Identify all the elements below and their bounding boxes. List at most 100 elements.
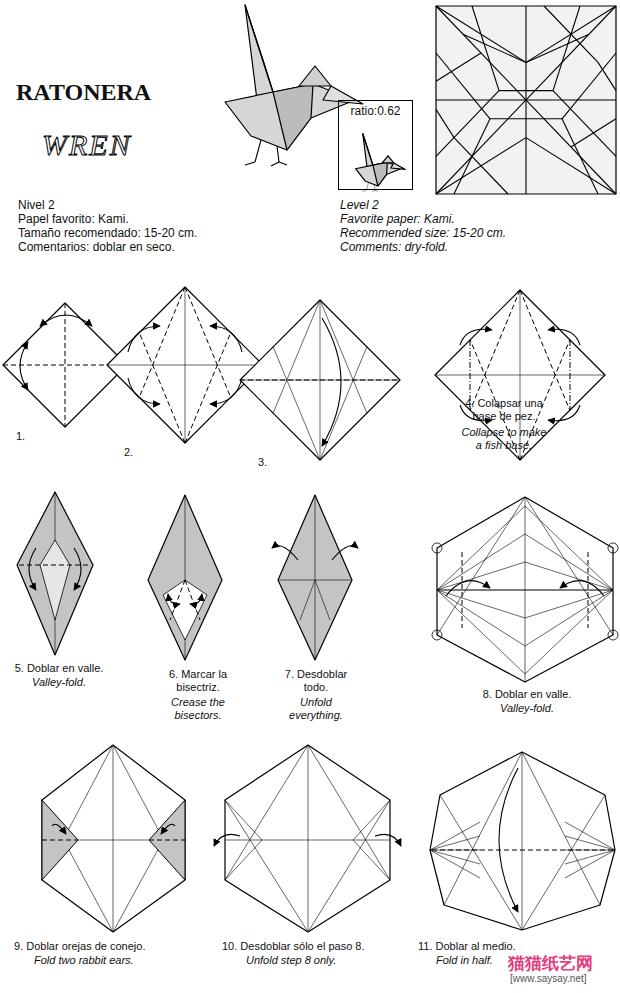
crease-line — [308, 800, 390, 932]
info: Favorite paper: Kami. — [340, 212, 455, 226]
valley-fold-line — [42, 840, 78, 841]
valley-fold-line — [139, 287, 185, 397]
step-caption: Collapse to make a fish base. — [458, 426, 550, 452]
crease-line — [240, 380, 400, 381]
paper-outline — [149, 800, 185, 880]
crease-line — [430, 850, 480, 878]
reference-circle — [608, 630, 618, 640]
crease-line — [525, 534, 613, 590]
crease-line — [435, 375, 605, 376]
fold-arrow — [210, 378, 242, 404]
paper-outline — [240, 300, 400, 460]
step-caption: 8. Doblar en valle. — [462, 688, 592, 701]
paper-edge — [277, 146, 279, 162]
crease-line — [42, 800, 113, 932]
paper-outline — [273, 84, 313, 150]
paper-outline — [225, 745, 390, 932]
crease-line — [525, 590, 613, 674]
info: Papel favorito: Kami. — [18, 212, 129, 226]
paper-edge — [363, 190, 367, 191]
crease-line — [444, 752, 522, 905]
mountain-fold-line — [570, 340, 571, 410]
paper-edge — [436, 138, 526, 194]
crease-line — [525, 497, 613, 635]
paper-outline — [42, 800, 78, 880]
step-caption: 4. Colapsar una base de pez. — [458, 397, 550, 423]
step-number: 1. — [16, 430, 25, 443]
paper-outline — [42, 745, 185, 932]
valley-fold-line — [588, 552, 589, 628]
fold-arrow — [446, 581, 490, 596]
step-caption: 10. Desdoblar sólo el paso 8. — [222, 940, 364, 953]
valley-fold-line — [240, 380, 400, 381]
fold-arrow — [128, 378, 160, 404]
paper-outline — [382, 156, 394, 163]
crease-line — [437, 497, 525, 635]
paper-outline — [436, 6, 616, 194]
paper-edge — [436, 109, 454, 137]
step-caption: 5. Doblar en valle. — [4, 662, 114, 675]
crease-line — [440, 795, 522, 930]
crease-line — [225, 745, 308, 880]
paper-edge — [255, 140, 261, 162]
paper-outline — [363, 134, 373, 165]
paper-edge — [454, 138, 508, 194]
valley-fold-line — [462, 552, 463, 628]
crease-line — [437, 590, 525, 674]
crease-line — [437, 590, 613, 591]
crease-line — [437, 534, 525, 590]
crease-line — [353, 840, 390, 880]
crease-line — [437, 506, 525, 590]
crease-line — [525, 497, 526, 682]
paper-outline — [148, 495, 222, 660]
fold-arrow — [548, 405, 580, 421]
fold-arrow — [52, 824, 66, 834]
paper-edge — [526, 6, 616, 62]
fold-arrow — [375, 834, 401, 846]
fold-arrow — [128, 326, 160, 352]
watermark: 猫猫纸艺网 — [508, 953, 593, 973]
step-caption: Valley-fold. — [4, 676, 114, 689]
fold-arrow — [74, 548, 81, 590]
ratio-box: ratio:0.62 — [338, 100, 413, 190]
fold-arrow — [29, 548, 36, 590]
paper-outline — [40, 540, 70, 620]
paper-outline — [107, 287, 263, 443]
valley-fold-line — [139, 333, 185, 443]
paper-edge — [372, 190, 375, 191]
paper-edge — [571, 119, 616, 147]
fold-arrow — [40, 315, 92, 326]
reference-circle — [432, 630, 442, 640]
paper-edge — [544, 6, 598, 62]
crease-line — [315, 495, 316, 660]
fold-arrow — [210, 326, 242, 352]
crease-line — [225, 800, 308, 932]
paper-edge — [436, 99, 616, 100]
step-caption: Unfold everything. — [278, 696, 354, 722]
fold-arrow — [272, 546, 298, 560]
watermark: [www.saysay.net] — [510, 973, 587, 985]
fold-arrow — [499, 768, 518, 912]
step-caption: Valley-fold. — [462, 702, 592, 715]
crease-line — [525, 590, 613, 646]
info: Nivel 2 — [18, 198, 55, 212]
paper-edge — [436, 6, 616, 194]
crease-line — [320, 347, 367, 460]
paper-edge — [436, 6, 616, 194]
crease-line — [300, 580, 315, 620]
paper-outline — [245, 5, 273, 100]
paper-outline — [323, 86, 363, 104]
fold-arrow — [560, 581, 604, 596]
valley-fold-line — [149, 840, 185, 841]
title: RATONERA — [16, 78, 151, 106]
paper-edge — [271, 162, 279, 166]
step-caption: 7. Desdoblar todo. — [278, 668, 354, 694]
paper-edge — [436, 91, 499, 157]
step-caption: Crease the bisectors. — [160, 696, 236, 722]
paper-edge — [553, 91, 616, 157]
paper-edge — [375, 190, 378, 191]
crease-line — [107, 365, 263, 366]
wren-model — [356, 134, 406, 192]
crease-line — [113, 745, 114, 932]
crease-line — [320, 300, 367, 413]
